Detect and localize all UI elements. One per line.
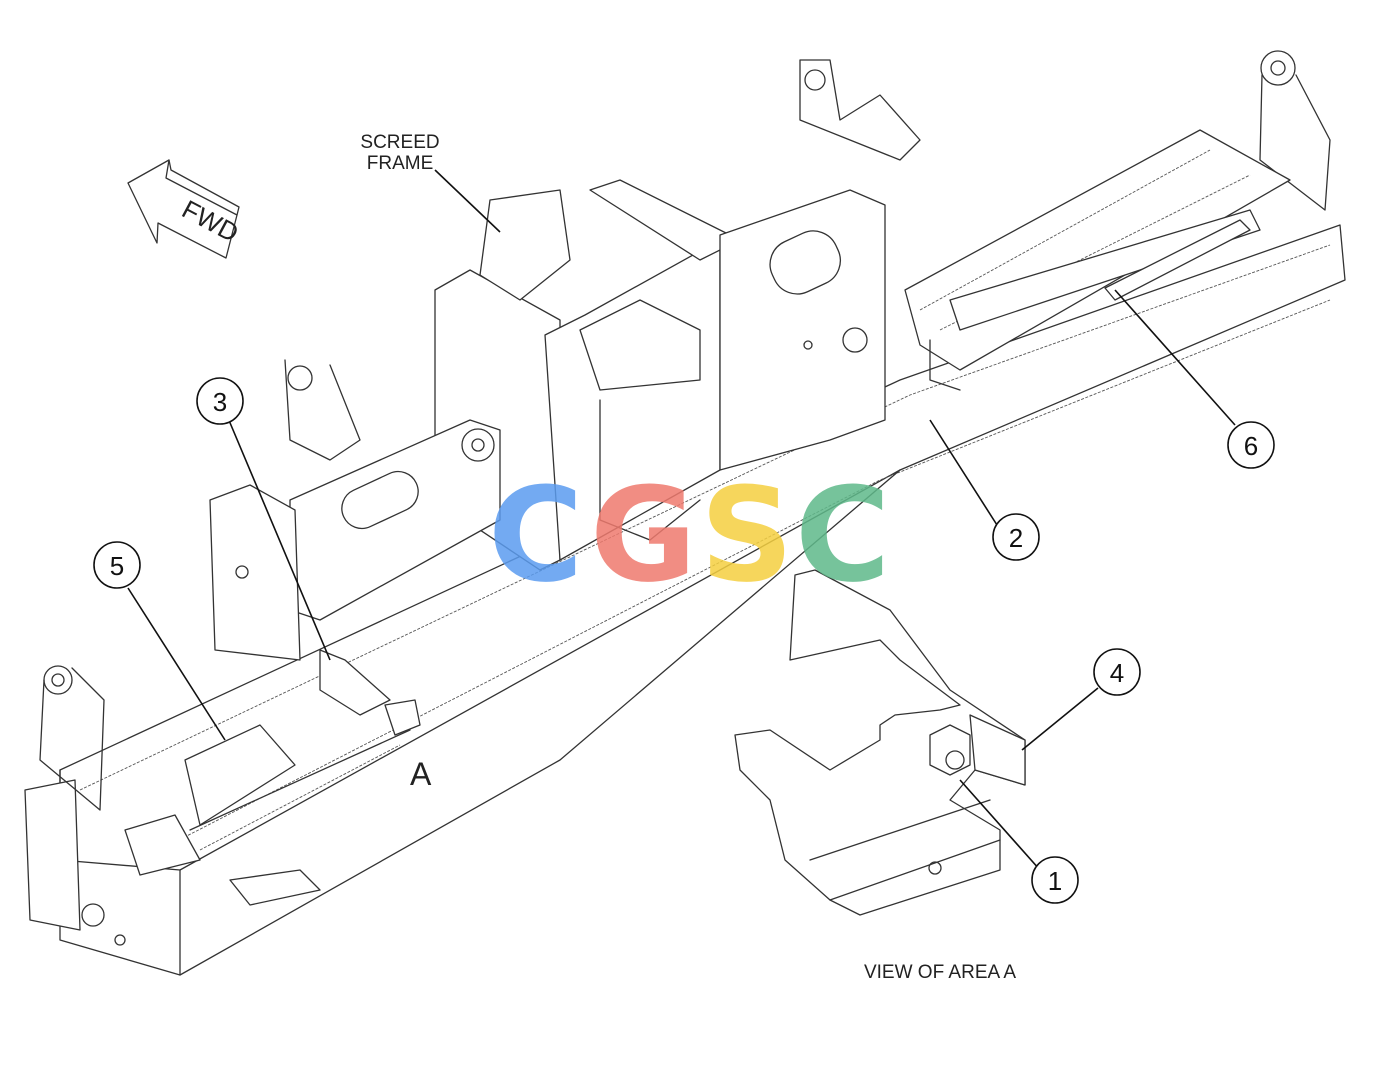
watermark-letter-c1: C <box>488 459 583 611</box>
view-area-a <box>734 569 1026 916</box>
callout-4-number: 4 <box>1110 658 1124 688</box>
main-frame <box>24 50 1346 976</box>
callout-6: 6 <box>1227 421 1275 469</box>
callout-2: 2 <box>992 513 1040 561</box>
callout-3-number: 3 <box>213 387 227 417</box>
callout-1-number: 1 <box>1048 866 1062 896</box>
plate-item-5 <box>124 724 411 906</box>
watermark: C G S C <box>488 459 890 611</box>
leader-2 <box>929 419 998 526</box>
callout-1: 1 <box>1031 856 1079 904</box>
left-cross-frame <box>209 359 501 661</box>
leader-lines <box>127 169 1236 871</box>
screed-frame-label-line2: FRAME <box>366 152 434 174</box>
bracket-item-3 <box>319 649 421 736</box>
watermark-letter-s: S <box>700 459 794 611</box>
leader-5 <box>127 587 226 741</box>
callout-6-number: 6 <box>1244 431 1258 461</box>
callout-3: 3 <box>196 377 244 425</box>
right-rail <box>904 129 1291 391</box>
callout-4: 4 <box>1093 648 1141 696</box>
screed-frame-label: SCREED FRAME <box>345 132 455 175</box>
leader-6 <box>1114 289 1236 426</box>
leader-3 <box>227 417 331 661</box>
watermark-letter-g: G <box>590 459 697 611</box>
leader-screed-frame <box>434 169 501 233</box>
callout-2-number: 2 <box>1009 523 1023 553</box>
watermark-letter-c2: C <box>795 459 890 611</box>
callout-5-number: 5 <box>110 551 124 581</box>
view-caption: VIEW OF AREA A <box>863 962 1017 983</box>
callout-5: 5 <box>93 541 141 589</box>
leader-4 <box>1021 687 1099 751</box>
leader-1 <box>959 779 1041 871</box>
area-a-marker: A <box>410 756 432 792</box>
fwd-arrow: FWD <box>127 159 244 259</box>
screed-frame-label-line1: SCREED <box>360 132 440 153</box>
